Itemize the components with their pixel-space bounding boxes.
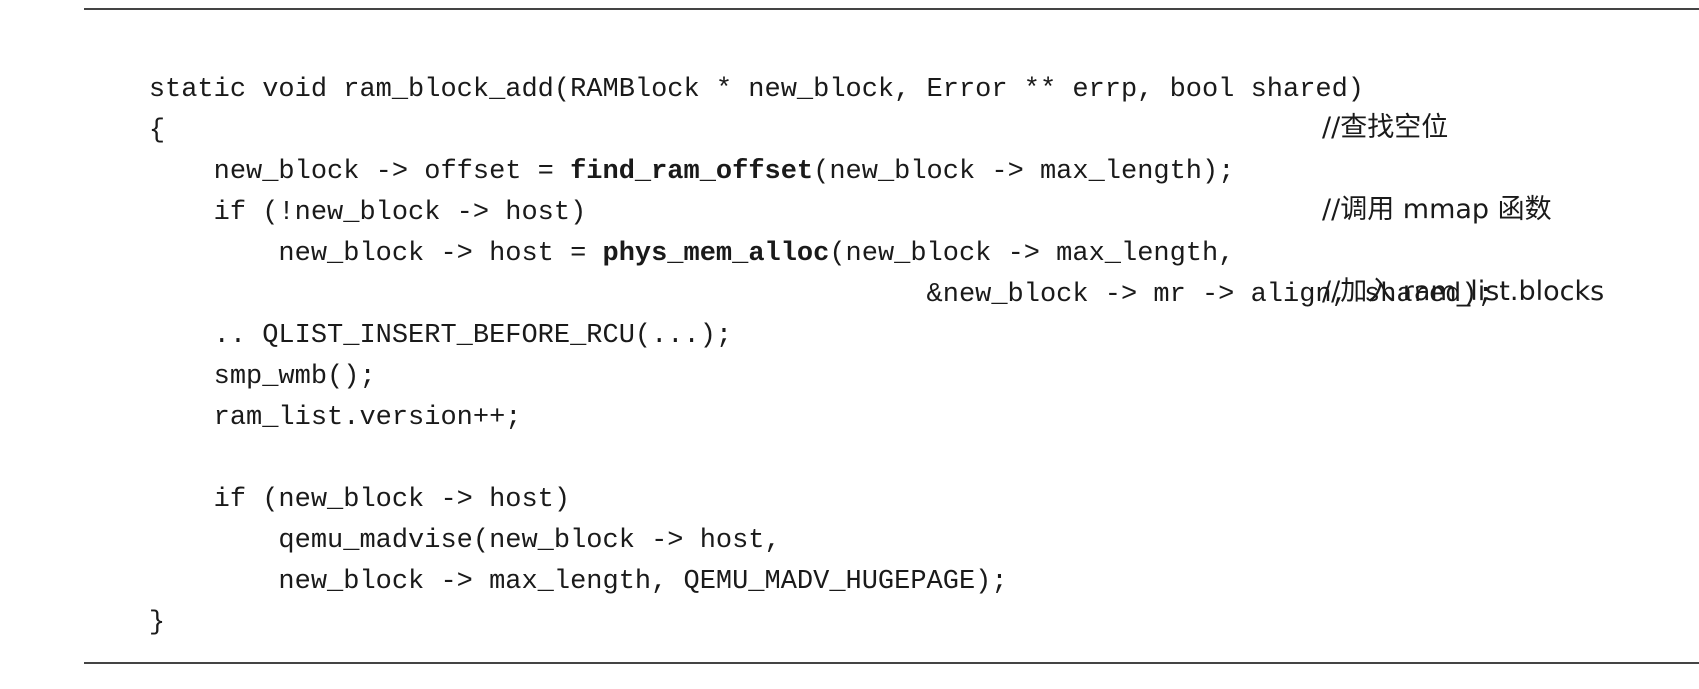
code-line-13: new_block -> max_length, QEMU_MADV_HUGEP… [84, 516, 1699, 597]
code-text: .. QLIST_INSERT_BEFORE_RCU(...); [148, 321, 733, 351]
code-line-4: if (!new_block -> host) [84, 147, 1699, 228]
code-text: &new_block -> mr -> align, shared); [148, 280, 1494, 310]
code-comment: //加入 ram_list.blocks [1322, 276, 1605, 307]
code-comment: //调用 mmap 函数 [1322, 194, 1552, 225]
code-text: if (new_block -> host) [148, 485, 571, 515]
code-text: static void ram_block_add(RAMBlock * new… [148, 75, 1365, 105]
function-name-find-ram-offset: find_ram_offset [570, 157, 814, 187]
code-line-7: .. QLIST_INSERT_BEFORE_RCU(...); //加入 ra… [84, 270, 1699, 351]
code-line-10 [84, 393, 1699, 437]
code-text: { [148, 116, 166, 146]
code-line-12: qemu_madvise(new_block -> host, [84, 475, 1699, 556]
code-text: if (!new_block -> host) [148, 198, 587, 228]
bottom-rule [84, 662, 1699, 664]
code-text: ram_list.version++; [148, 403, 522, 433]
code-text: (new_block -> max_length, [829, 239, 1235, 269]
code-line-6: &new_block -> mr -> align, shared); [84, 229, 1699, 310]
code-text: new_block -> offset = [148, 157, 571, 187]
code-text: } [148, 608, 166, 638]
top-rule [84, 8, 1699, 10]
code-line-3: new_block -> offset = find_ram_offset(ne… [84, 106, 1699, 187]
code-line-2: { [84, 65, 1699, 146]
code-text: qemu_madvise(new_block -> host, [148, 526, 781, 556]
code-line-8: smp_wmb(); [84, 311, 1699, 392]
code-comment: //查找空位 [1322, 112, 1449, 143]
code-text: new_block -> max_length, QEMU_MADV_HUGEP… [148, 567, 1008, 597]
code-text: smp_wmb(); [148, 362, 376, 392]
code-line-14: } [84, 557, 1699, 638]
code-line-9: ram_list.version++; [84, 352, 1699, 433]
code-text: new_block -> host = [148, 239, 603, 269]
code-line-11: if (new_block -> host) [84, 434, 1699, 515]
function-name-phys-mem-alloc: phys_mem_alloc [602, 239, 830, 269]
code-text: (new_block -> max_length); [813, 157, 1235, 187]
code-line-5: new_block -> host = phys_mem_alloc(new_b… [84, 188, 1699, 269]
code-line-1: static void ram_block_add(RAMBlock * new… [84, 24, 1699, 105]
